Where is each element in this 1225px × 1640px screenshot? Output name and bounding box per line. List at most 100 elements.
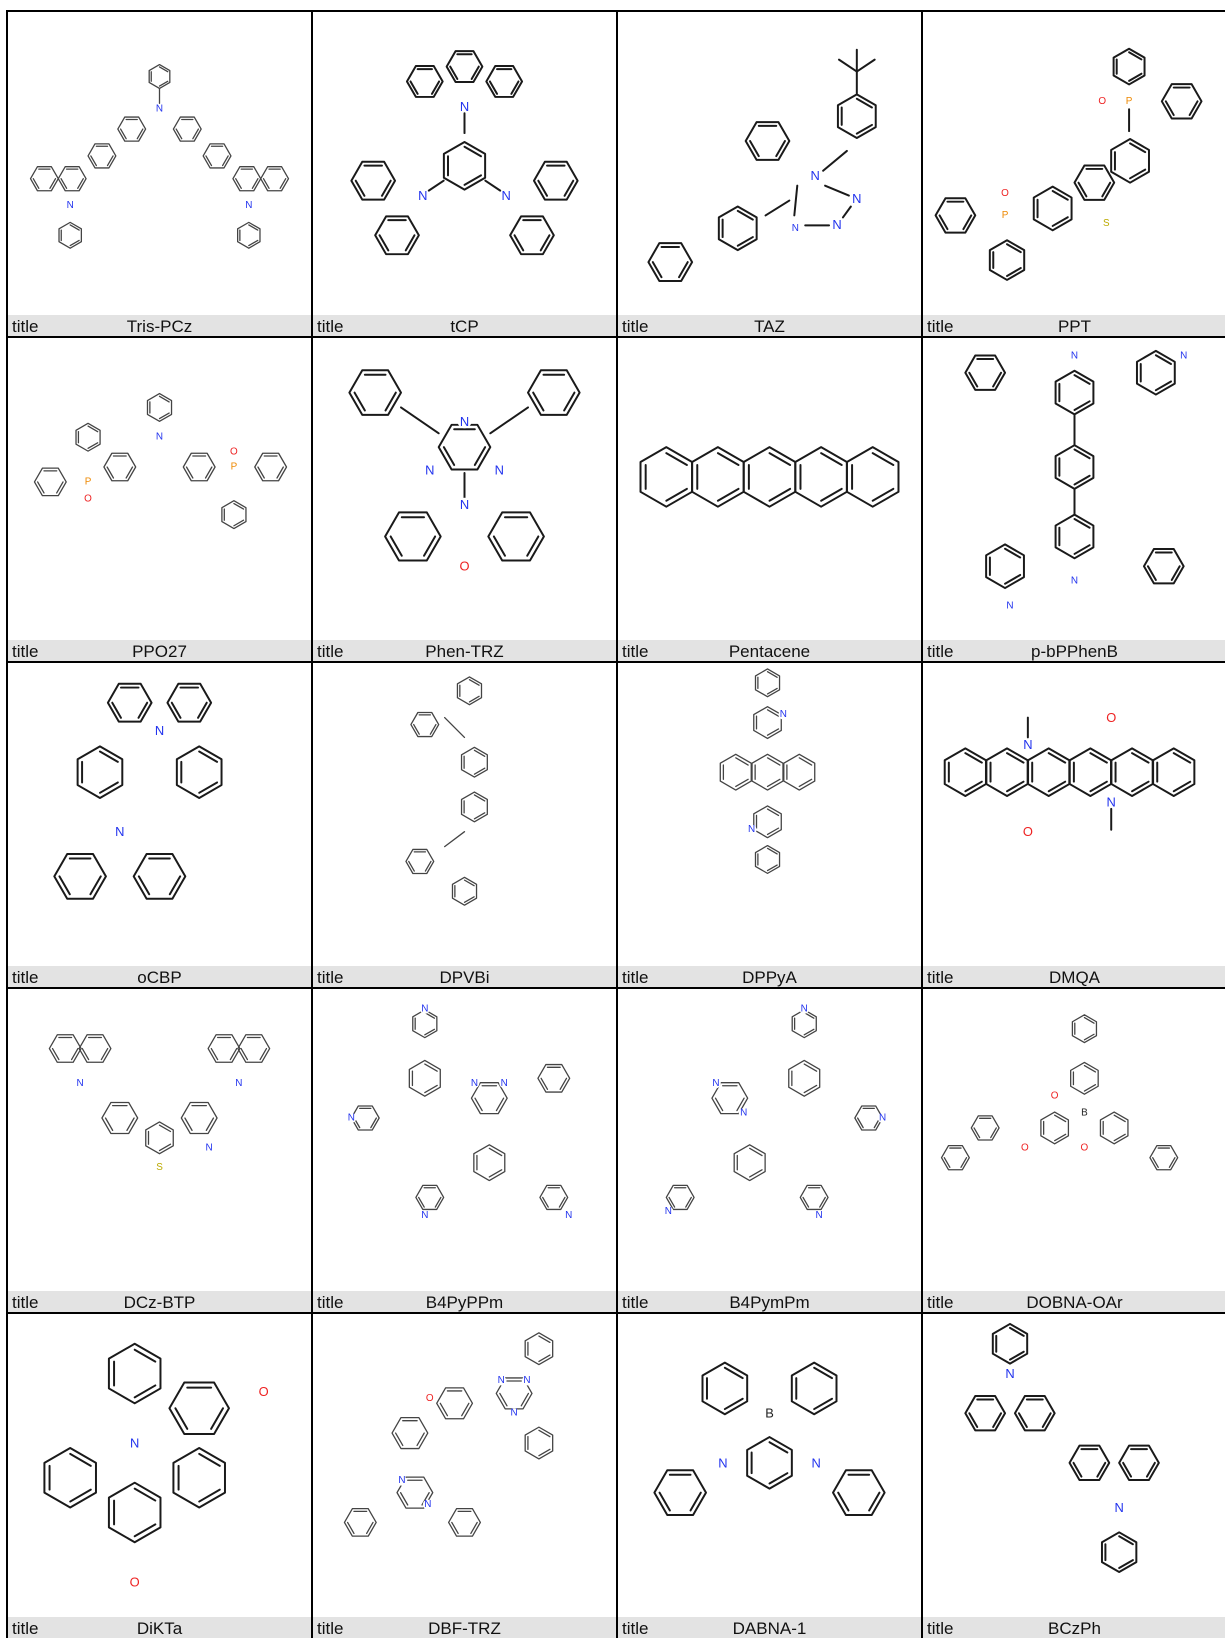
caption-key: title bbox=[317, 1618, 344, 1638]
atom-label-o: O bbox=[459, 558, 469, 573]
atom-label-n: N bbox=[718, 1456, 727, 1471]
atom-label-n: N bbox=[801, 1003, 808, 1014]
atom-label-o: O bbox=[1081, 1142, 1089, 1153]
caption-key: title bbox=[622, 642, 649, 662]
caption-bar: title DBF-TRZ bbox=[313, 1616, 616, 1638]
atom-label-n: N bbox=[498, 1375, 505, 1386]
molecule-name: DPVBi bbox=[439, 967, 490, 987]
molecule-name: BCzPh bbox=[1048, 1618, 1101, 1638]
molecule-name: tCP bbox=[450, 316, 479, 336]
atom-label-b: B bbox=[765, 1406, 774, 1421]
atom-label-n: N bbox=[712, 1078, 719, 1089]
caption-bar: title DPVBi bbox=[313, 965, 616, 987]
atom-label-o: O bbox=[426, 1393, 434, 1404]
molecule-name: oCBP bbox=[137, 967, 182, 987]
caption-key: title bbox=[927, 1618, 954, 1638]
caption-key: title bbox=[927, 642, 954, 662]
molecule-name: PPT bbox=[1057, 316, 1092, 336]
caption-key: title bbox=[927, 1293, 954, 1313]
atom-label-n: N bbox=[565, 1210, 572, 1221]
caption-key: title bbox=[12, 642, 39, 662]
atom-label-n: N bbox=[1006, 600, 1013, 611]
atom-label-n: N bbox=[780, 709, 787, 720]
atom-label-n: N bbox=[740, 1107, 747, 1118]
atom-label-n: N bbox=[1114, 1500, 1123, 1515]
atom-label-b: B bbox=[1081, 1107, 1088, 1118]
atom-label-p: P bbox=[1126, 96, 1133, 107]
caption-bar: title DOBNA-OAr bbox=[923, 1291, 1225, 1313]
atom-label-p: P bbox=[85, 476, 92, 487]
atom-label-o: O bbox=[1051, 1090, 1059, 1101]
structure-drawing: N N N N N N bbox=[663, 1003, 888, 1221]
atom-label-n: N bbox=[155, 723, 164, 738]
atom-label-s: S bbox=[1103, 218, 1110, 229]
structure-drawing: NN bbox=[964, 1323, 1160, 1574]
atom-label-n: N bbox=[156, 431, 163, 442]
caption-bar: title PPT bbox=[923, 314, 1225, 336]
caption-key: title bbox=[317, 642, 344, 662]
atom-label-n: N bbox=[245, 200, 252, 211]
atom-label-o: O bbox=[130, 1575, 140, 1590]
atom-label-n: N bbox=[460, 497, 469, 512]
caption-key: title bbox=[622, 967, 649, 987]
atom-label-n: N bbox=[425, 462, 434, 477]
molecule-name: DBF-TRZ bbox=[428, 1618, 501, 1638]
atom-label-n: N bbox=[421, 1003, 428, 1014]
caption-key: title bbox=[317, 967, 344, 987]
atom-label-n: N bbox=[879, 1112, 886, 1123]
atom-label-o: O bbox=[1021, 1142, 1029, 1153]
atom-label-s: S bbox=[156, 1162, 163, 1173]
atom-label-o: O bbox=[230, 446, 238, 457]
caption-key: title bbox=[12, 1618, 39, 1638]
structure-drawing: NN bbox=[53, 682, 223, 900]
caption-key: title bbox=[317, 1293, 344, 1313]
molecule-name: DMQA bbox=[1049, 967, 1100, 987]
caption-key: title bbox=[12, 967, 39, 987]
structure-drawing bbox=[405, 676, 488, 906]
caption-key: title bbox=[927, 316, 954, 336]
atom-label-n: N bbox=[792, 223, 799, 234]
molecule-name: DOBNA-OAr bbox=[1026, 1293, 1123, 1313]
molecule-name: Pentacene bbox=[728, 642, 811, 662]
molecule-name: DCz-BTP bbox=[123, 1293, 196, 1313]
atom-label-n: N bbox=[852, 191, 861, 206]
molecule-name: PPO27 bbox=[132, 642, 187, 662]
atom-label-n: N bbox=[665, 1206, 672, 1217]
atom-label-o: O bbox=[84, 493, 92, 504]
atom-label-n: N bbox=[471, 1078, 478, 1089]
atom-label-n: N bbox=[421, 1210, 428, 1221]
molecule-name: DABNA-1 bbox=[732, 1618, 807, 1638]
atom-label-n: N bbox=[816, 1210, 823, 1221]
atom-label-n: N bbox=[115, 824, 124, 839]
atom-label-n: N bbox=[77, 1078, 84, 1089]
atom-label-n: N bbox=[130, 1436, 139, 1451]
caption-key: title bbox=[12, 316, 39, 336]
atom-label-o: O bbox=[1023, 824, 1033, 839]
